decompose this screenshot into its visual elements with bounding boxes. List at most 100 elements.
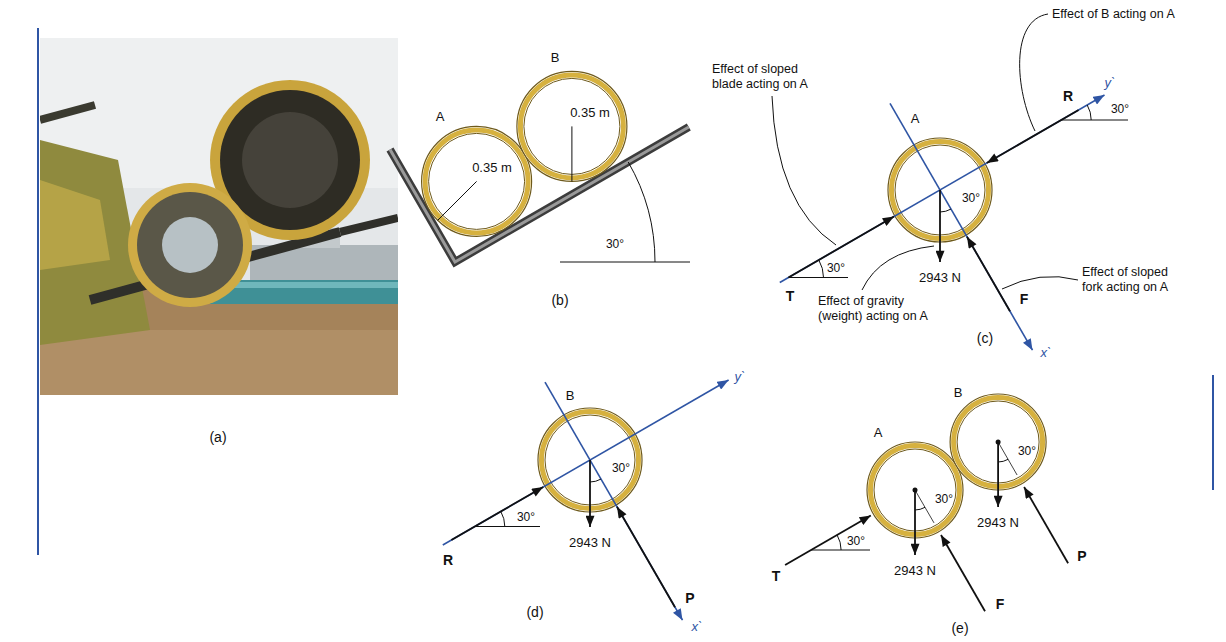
pipe-outline — [517, 71, 627, 181]
callout-text: Effect of gravity (weight) acting on A — [818, 294, 938, 324]
force-label: P — [685, 591, 694, 606]
force-arrow — [785, 516, 871, 566]
angle-arc — [590, 479, 601, 482]
angle-label: 30° — [827, 261, 845, 276]
reference-line — [789, 277, 849, 278]
part-label: B — [954, 385, 963, 400]
angle-arc — [819, 260, 824, 278]
angle-label: 30° — [1111, 102, 1129, 117]
angle-label: 30° — [962, 191, 980, 206]
machine — [40, 180, 110, 270]
weight-arrow — [997, 442, 999, 507]
part-label: B — [566, 388, 575, 403]
pipe-outline — [429, 133, 525, 229]
callout-text: Effect of sloped blade acting on A — [712, 62, 820, 92]
pipe-bore — [137, 192, 243, 298]
pipe-ring — [425, 130, 528, 233]
force-label: R — [443, 553, 453, 568]
part-label: A — [436, 109, 445, 124]
reference-line — [560, 262, 690, 263]
axis-label: x` — [692, 619, 703, 634]
weight-arrow — [914, 490, 916, 555]
dimension: 0.35 m — [472, 160, 512, 175]
angle-label: 30° — [517, 510, 535, 525]
force-label: R — [1063, 89, 1073, 104]
fbd-a — [772, 14, 1128, 350]
force-value: 2943 N — [894, 563, 936, 578]
guide-line — [998, 442, 1017, 475]
fbd-both — [785, 394, 1068, 611]
force-arrow — [967, 237, 1010, 311]
callout-text: Effect of sloped fork acting on A — [1082, 265, 1182, 295]
machine-arm — [40, 105, 95, 120]
angle-label: 30° — [606, 237, 624, 252]
pipe-outline — [422, 126, 532, 236]
leader-line — [772, 96, 836, 245]
angle-label: 30° — [847, 534, 865, 549]
angle-label: 30° — [935, 492, 953, 507]
reference-line — [811, 550, 870, 551]
force-value: 2943 N — [919, 270, 961, 285]
angle-arc — [915, 507, 925, 510]
part-label: A — [874, 425, 883, 440]
force-arrow — [451, 487, 543, 540]
force-label: T — [772, 569, 781, 584]
photo — [40, 38, 398, 395]
ground — [40, 330, 398, 395]
pipe-bore — [220, 90, 360, 230]
axis-label: y` — [1105, 75, 1116, 90]
x-axis — [545, 382, 683, 620]
fork-sketch — [390, 71, 690, 262]
caption: (b) — [551, 293, 568, 308]
force-arrow — [987, 110, 1079, 163]
fork — [340, 218, 398, 232]
force-value: 2943 N — [977, 515, 1019, 530]
leader-line — [1002, 277, 1078, 289]
guide-line — [915, 490, 934, 523]
reference-line — [475, 526, 540, 527]
angle-label: 30° — [612, 461, 630, 476]
leader-line — [1020, 14, 1048, 131]
reference-line — [1061, 120, 1128, 121]
caption: (e) — [951, 621, 968, 636]
angle-arc — [1087, 105, 1091, 120]
axis-label: x` — [1041, 345, 1052, 360]
force-arrow — [941, 535, 985, 611]
angle-arc — [837, 535, 841, 550]
radius-line — [438, 181, 477, 220]
axis-label: y` — [735, 369, 746, 384]
caption: (c) — [977, 331, 993, 346]
angle-arc — [940, 209, 951, 212]
margin-bar — [37, 28, 39, 555]
part-label: B — [551, 50, 560, 65]
weight-arrow — [939, 190, 941, 262]
radius-line — [571, 126, 572, 181]
pipe-bore — [242, 112, 338, 208]
sky — [40, 38, 398, 395]
angle-arc — [628, 162, 655, 262]
pipe — [128, 183, 252, 307]
force-arrow — [1024, 487, 1068, 563]
caption: (a) — [209, 430, 226, 445]
part-label: A — [911, 111, 920, 126]
y-axis — [443, 380, 729, 545]
callout-text: Effect of B acting on A — [1052, 7, 1175, 22]
caption: (d) — [526, 605, 543, 620]
angle-arc — [998, 459, 1008, 462]
force-arrow — [617, 507, 675, 607]
force-label: T — [786, 289, 795, 304]
force-label: P — [1077, 549, 1086, 564]
y-axis — [780, 95, 1105, 283]
pipe-view — [162, 217, 218, 273]
weight-arrow — [589, 460, 591, 527]
force-label: F — [1020, 292, 1029, 307]
angle-arc — [501, 512, 505, 527]
dimension: 0.35 m — [570, 105, 610, 120]
angle-label: 30° — [1018, 444, 1036, 459]
force-value: 2943 N — [569, 535, 611, 550]
margin-bar — [1212, 375, 1214, 490]
fbd-b — [443, 380, 729, 620]
force-label: F — [996, 597, 1005, 612]
